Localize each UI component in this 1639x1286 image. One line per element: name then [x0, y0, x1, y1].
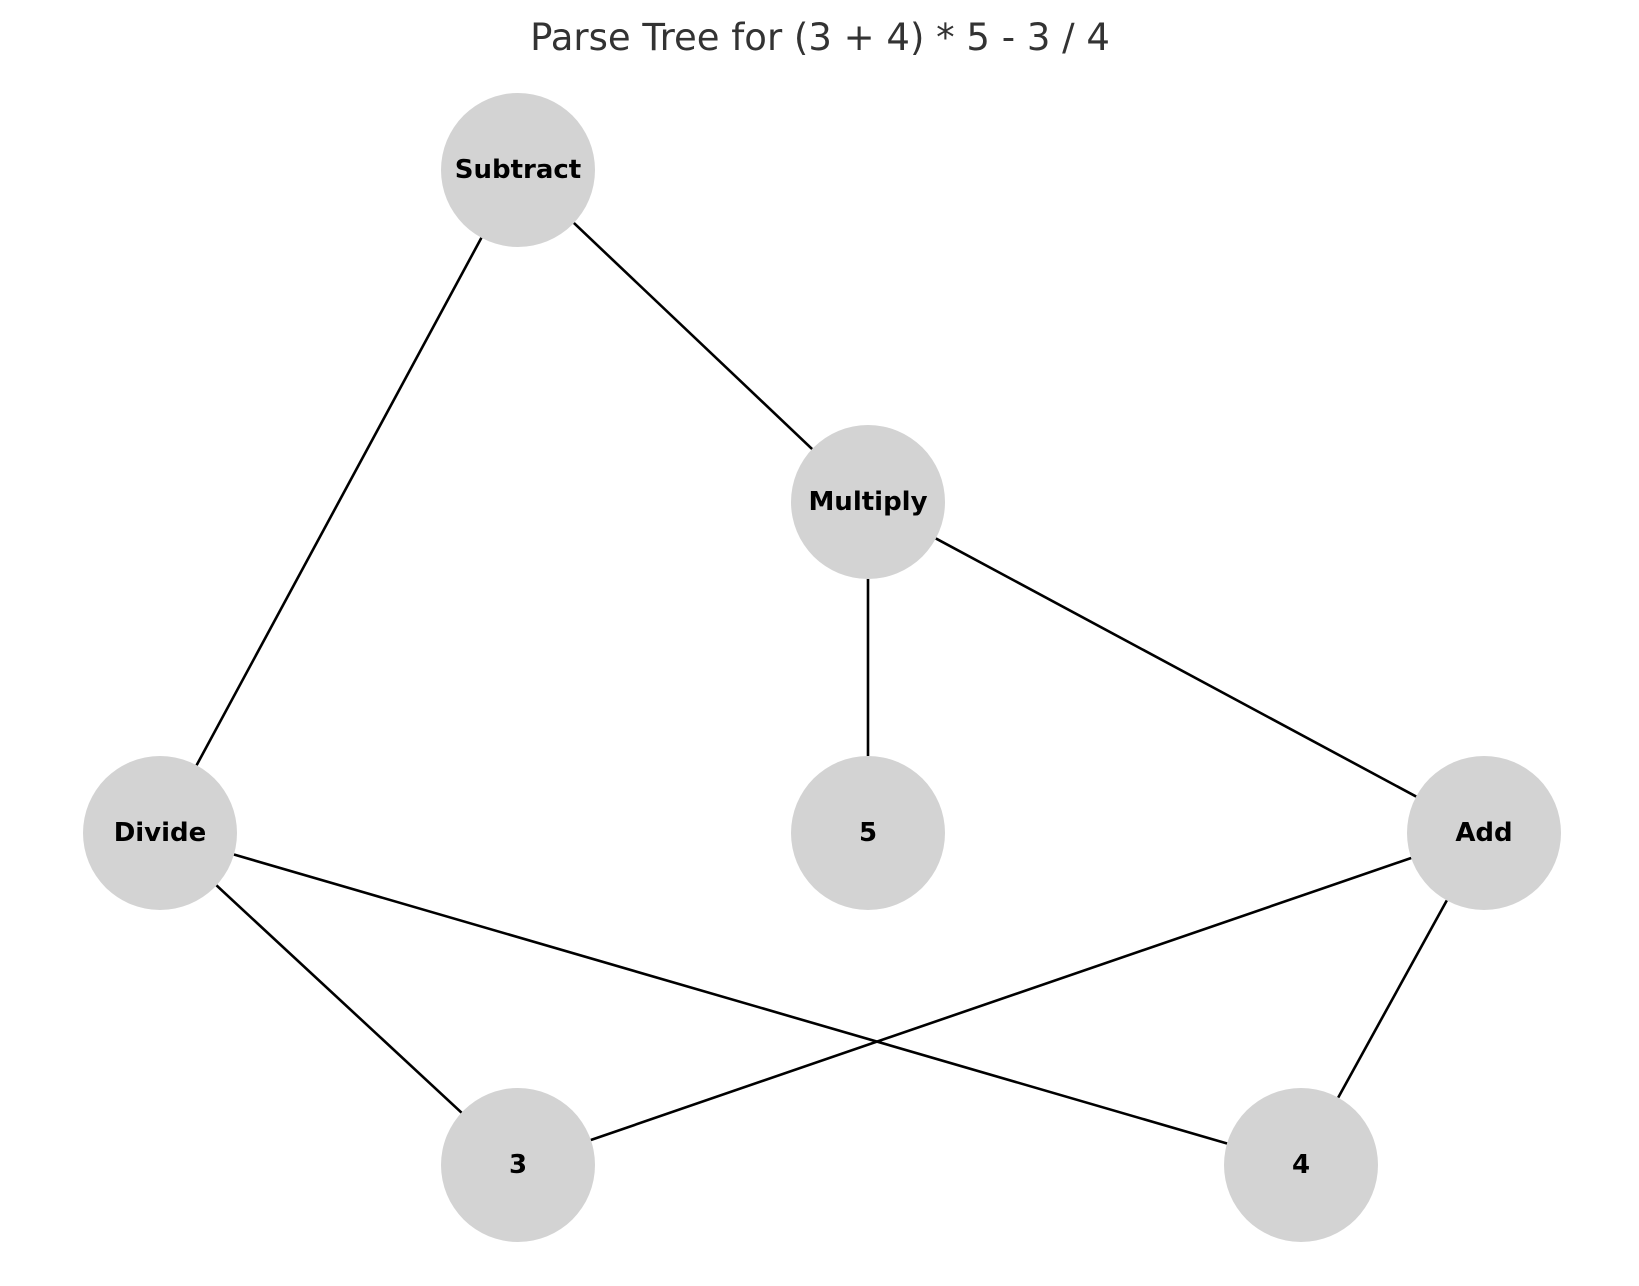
- node-circle: [441, 1088, 595, 1242]
- node-circle: [441, 93, 595, 247]
- node-circle: [83, 756, 237, 910]
- node-label: 5: [859, 818, 877, 848]
- edge-subtract-multiply: [572, 222, 814, 450]
- edge-divide-three: [215, 884, 463, 1114]
- node-three: 3: [441, 1088, 595, 1242]
- node-subtract: Subtract: [441, 93, 595, 247]
- node-circle: [791, 756, 945, 910]
- node-circle: [791, 425, 945, 579]
- node-circle: [1224, 1088, 1378, 1242]
- edges-layer: [195, 222, 1448, 1145]
- edge-add-four: [1337, 899, 1448, 1099]
- edge-multiply-add: [935, 537, 1417, 798]
- node-label: 3: [509, 1150, 527, 1180]
- edge-divide-four: [233, 853, 1228, 1145]
- node-four: 4: [1224, 1088, 1378, 1242]
- node-label: Add: [1455, 818, 1512, 848]
- edge-add-three: [590, 856, 1412, 1142]
- node-five: 5: [791, 756, 945, 910]
- node-label: Multiply: [808, 487, 927, 517]
- node-circle: [1407, 756, 1561, 910]
- node-add: Add: [1407, 756, 1561, 910]
- node-multiply: Multiply: [791, 425, 945, 579]
- node-label: Subtract: [455, 155, 581, 185]
- edge-subtract-divide: [195, 237, 483, 766]
- node-divide: Divide: [83, 756, 237, 910]
- node-label: 4: [1292, 1150, 1310, 1180]
- node-label: Divide: [114, 818, 207, 848]
- diagram-title: Parse Tree for (3 + 4) * 5 - 3 / 4: [530, 16, 1110, 59]
